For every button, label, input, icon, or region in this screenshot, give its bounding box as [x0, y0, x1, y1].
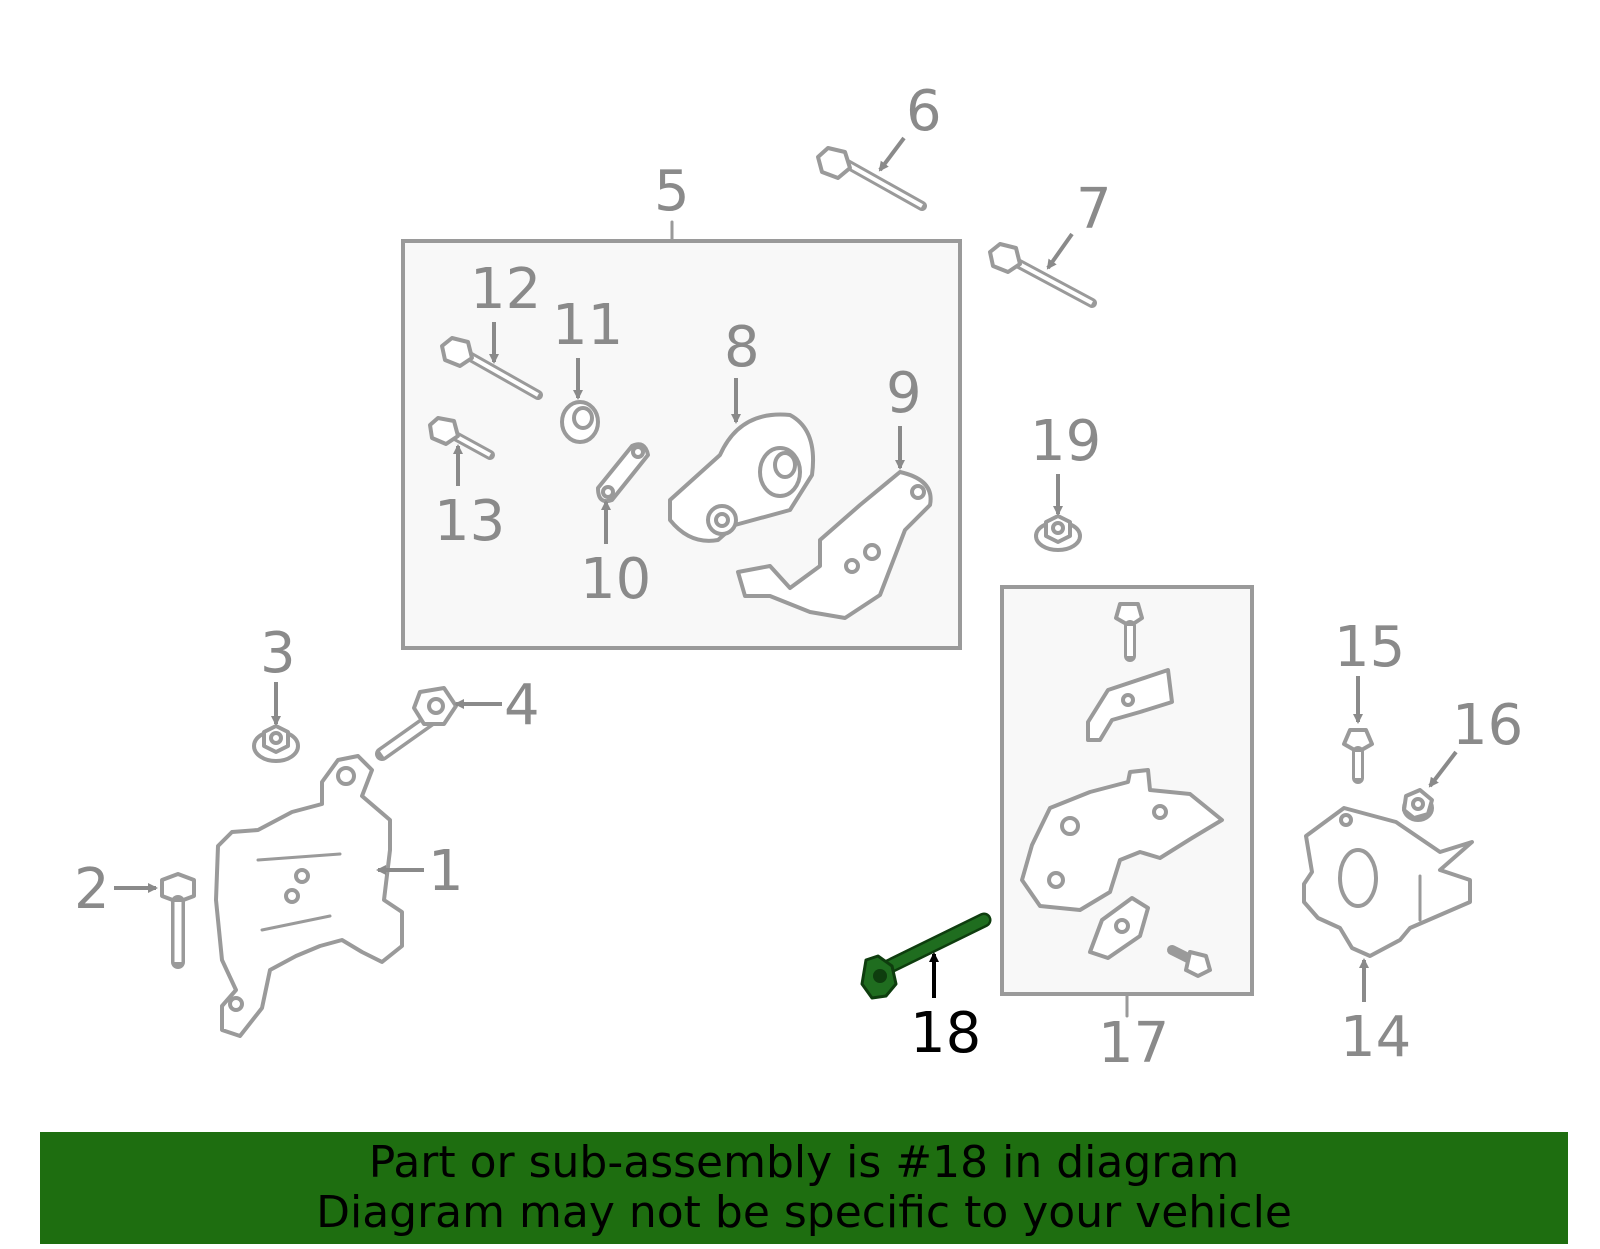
label-14: 14 [1340, 1005, 1411, 1070]
nut-3 [252, 724, 300, 763]
label-8: 8 [724, 315, 760, 380]
label-5: 5 [654, 159, 690, 224]
bolt-13 [428, 416, 495, 460]
notice-banner: Part or sub-assembly is #18 in diagram D… [40, 1132, 1568, 1244]
notice-line-1: Part or sub-assembly is #18 in diagram [368, 1137, 1240, 1188]
highlighted-bolt-18[interactable] [860, 912, 992, 1000]
label-11: 11 [552, 293, 623, 358]
label-4: 4 [504, 673, 540, 738]
label-10: 10 [580, 547, 651, 612]
nut-19 [1034, 514, 1082, 552]
bracket-9 [736, 470, 933, 620]
leader-arrows [114, 136, 1458, 1002]
label-7: 7 [1076, 177, 1112, 242]
nut-16 [1402, 788, 1434, 822]
bolt-2 [160, 872, 196, 969]
bolt-7 [988, 242, 1097, 308]
label-13: 13 [434, 489, 505, 554]
label-16: 16 [1452, 693, 1523, 758]
bushing-11 [560, 400, 600, 444]
parts-diagram: 1 2 3 4 5 6 7 8 9 10 11 12 13 14 15 16 1… [74, 79, 1523, 1076]
mount-14 [1302, 806, 1474, 958]
mount-8 [668, 412, 815, 543]
label-9: 9 [886, 361, 922, 426]
label-19: 19 [1030, 409, 1101, 474]
bolt-15 [1342, 728, 1374, 784]
bracket-10 [596, 442, 650, 504]
label-12: 12 [470, 257, 541, 322]
bolt-12 [440, 336, 543, 400]
bolt-4 [375, 686, 458, 761]
label-15: 15 [1334, 615, 1405, 680]
label-2: 2 [74, 857, 110, 922]
bolt-6 [816, 146, 927, 211]
subassembly-17-parts [1020, 602, 1224, 978]
label-17: 17 [1098, 1011, 1169, 1076]
label-18: 18 [910, 1001, 981, 1066]
mount-1 [214, 754, 404, 1038]
label-6: 6 [906, 79, 942, 144]
label-3: 3 [260, 621, 296, 686]
label-1: 1 [428, 839, 464, 904]
notice-line-2: Diagram may not be specific to your vehi… [316, 1187, 1292, 1238]
